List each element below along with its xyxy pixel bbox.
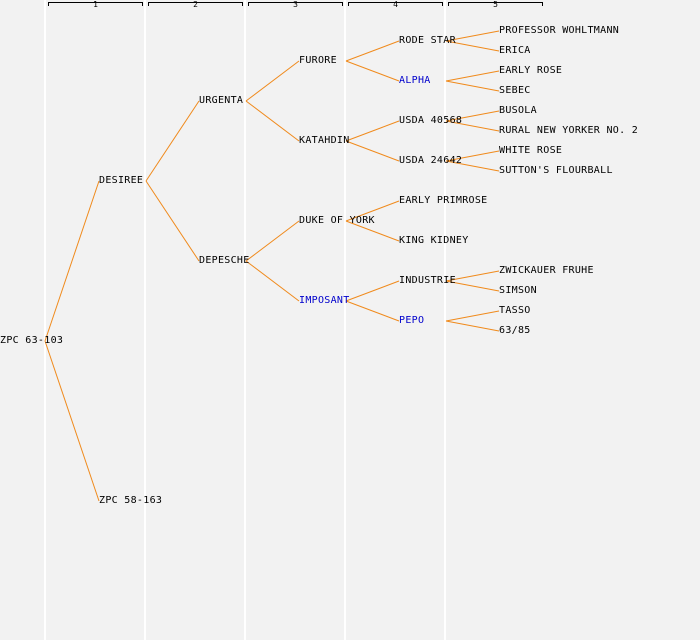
pedigree-node[interactable]: DUKE OF YORK [299,215,375,226]
pedigree-node[interactable]: PEPO [399,315,425,326]
column-separator [44,0,46,640]
pedigree-link [445,320,500,332]
generation-number: 5 [493,0,498,9]
pedigree-node[interactable]: WHITE ROSE [499,145,563,156]
pedigree-node[interactable]: SUTTON'S FLOURBALL [499,165,613,176]
pedigree-node[interactable]: ZPC 63-103 [0,335,64,346]
pedigree-link [44,340,100,502]
pedigree-node[interactable]: 63/85 [499,325,531,336]
column-separator [244,0,246,640]
pedigree-node[interactable]: KATAHDIN [299,135,350,146]
pedigree-link [445,110,500,122]
pedigree-node[interactable]: URGENTA [199,95,244,106]
pedigree-node[interactable]: USDA 40568 [399,115,463,126]
pedigree-link [445,150,500,162]
generation-bracket [448,2,543,6]
pedigree-node[interactable]: ZWICKAUER FRUHE [499,265,594,276]
pedigree-node[interactable]: FURORE [299,55,337,66]
pedigree-node[interactable]: PROFESSOR WOHLTMANN [499,25,620,36]
pedigree-link [445,160,500,172]
pedigree-link [44,180,100,342]
pedigree-link [245,220,300,262]
generation-bracket [348,2,443,6]
pedigree-node[interactable]: BUSOLA [499,105,537,116]
pedigree-link [445,310,500,322]
pedigree-link [445,40,500,52]
pedigree-link [145,180,200,262]
pedigree-link [145,100,200,182]
pedigree-link [345,300,400,322]
column-separator [344,0,346,640]
pedigree-link [245,100,300,142]
pedigree-node[interactable]: EARLY ROSE [499,65,563,76]
column-separator [444,0,446,640]
pedigree-node[interactable]: TASSO [499,305,531,316]
pedigree-link [445,30,500,42]
pedigree-link [345,280,400,302]
generation-number: 1 [93,0,98,9]
generation-number: 3 [293,0,298,9]
pedigree-node[interactable]: DEPESCHE [199,255,250,266]
pedigree-link [345,40,400,62]
pedigree-node[interactable]: EARLY PRIMROSE [399,195,488,206]
pedigree-link [445,280,500,292]
generation-bracket [48,2,143,6]
pedigree-node[interactable]: SEBEC [499,85,531,96]
pedigree-node[interactable]: INDUSTRIE [399,275,456,286]
pedigree-link [345,60,400,82]
generation-number: 4 [393,0,398,9]
pedigree-node[interactable]: DESIREE [99,175,144,186]
column-separator [144,0,146,640]
pedigree-link [345,140,400,162]
generation-bracket [148,2,243,6]
generation-number: 2 [193,0,198,9]
pedigree-node[interactable]: KING KIDNEY [399,235,469,246]
pedigree-node[interactable]: ZPC 58-163 [99,495,163,506]
pedigree-node[interactable]: RURAL NEW YORKER NO. 2 [499,125,639,136]
pedigree-link [445,80,500,92]
pedigree-link [345,120,400,142]
pedigree-node[interactable]: IMPOSANT [299,295,350,306]
pedigree-link [245,260,300,302]
pedigree-link [445,120,500,132]
pedigree-node[interactable]: SIMSON [499,285,537,296]
pedigree-node[interactable]: RODE STAR [399,35,456,46]
pedigree-link [345,200,400,222]
pedigree-link [345,220,400,242]
generation-bracket [248,2,343,6]
pedigree-link [445,270,500,282]
pedigree-link [245,60,300,102]
pedigree-node[interactable]: ALPHA [399,75,431,86]
pedigree-node[interactable]: USDA 24642 [399,155,463,166]
pedigree-node[interactable]: ERICA [499,45,531,56]
pedigree-link [445,70,500,82]
